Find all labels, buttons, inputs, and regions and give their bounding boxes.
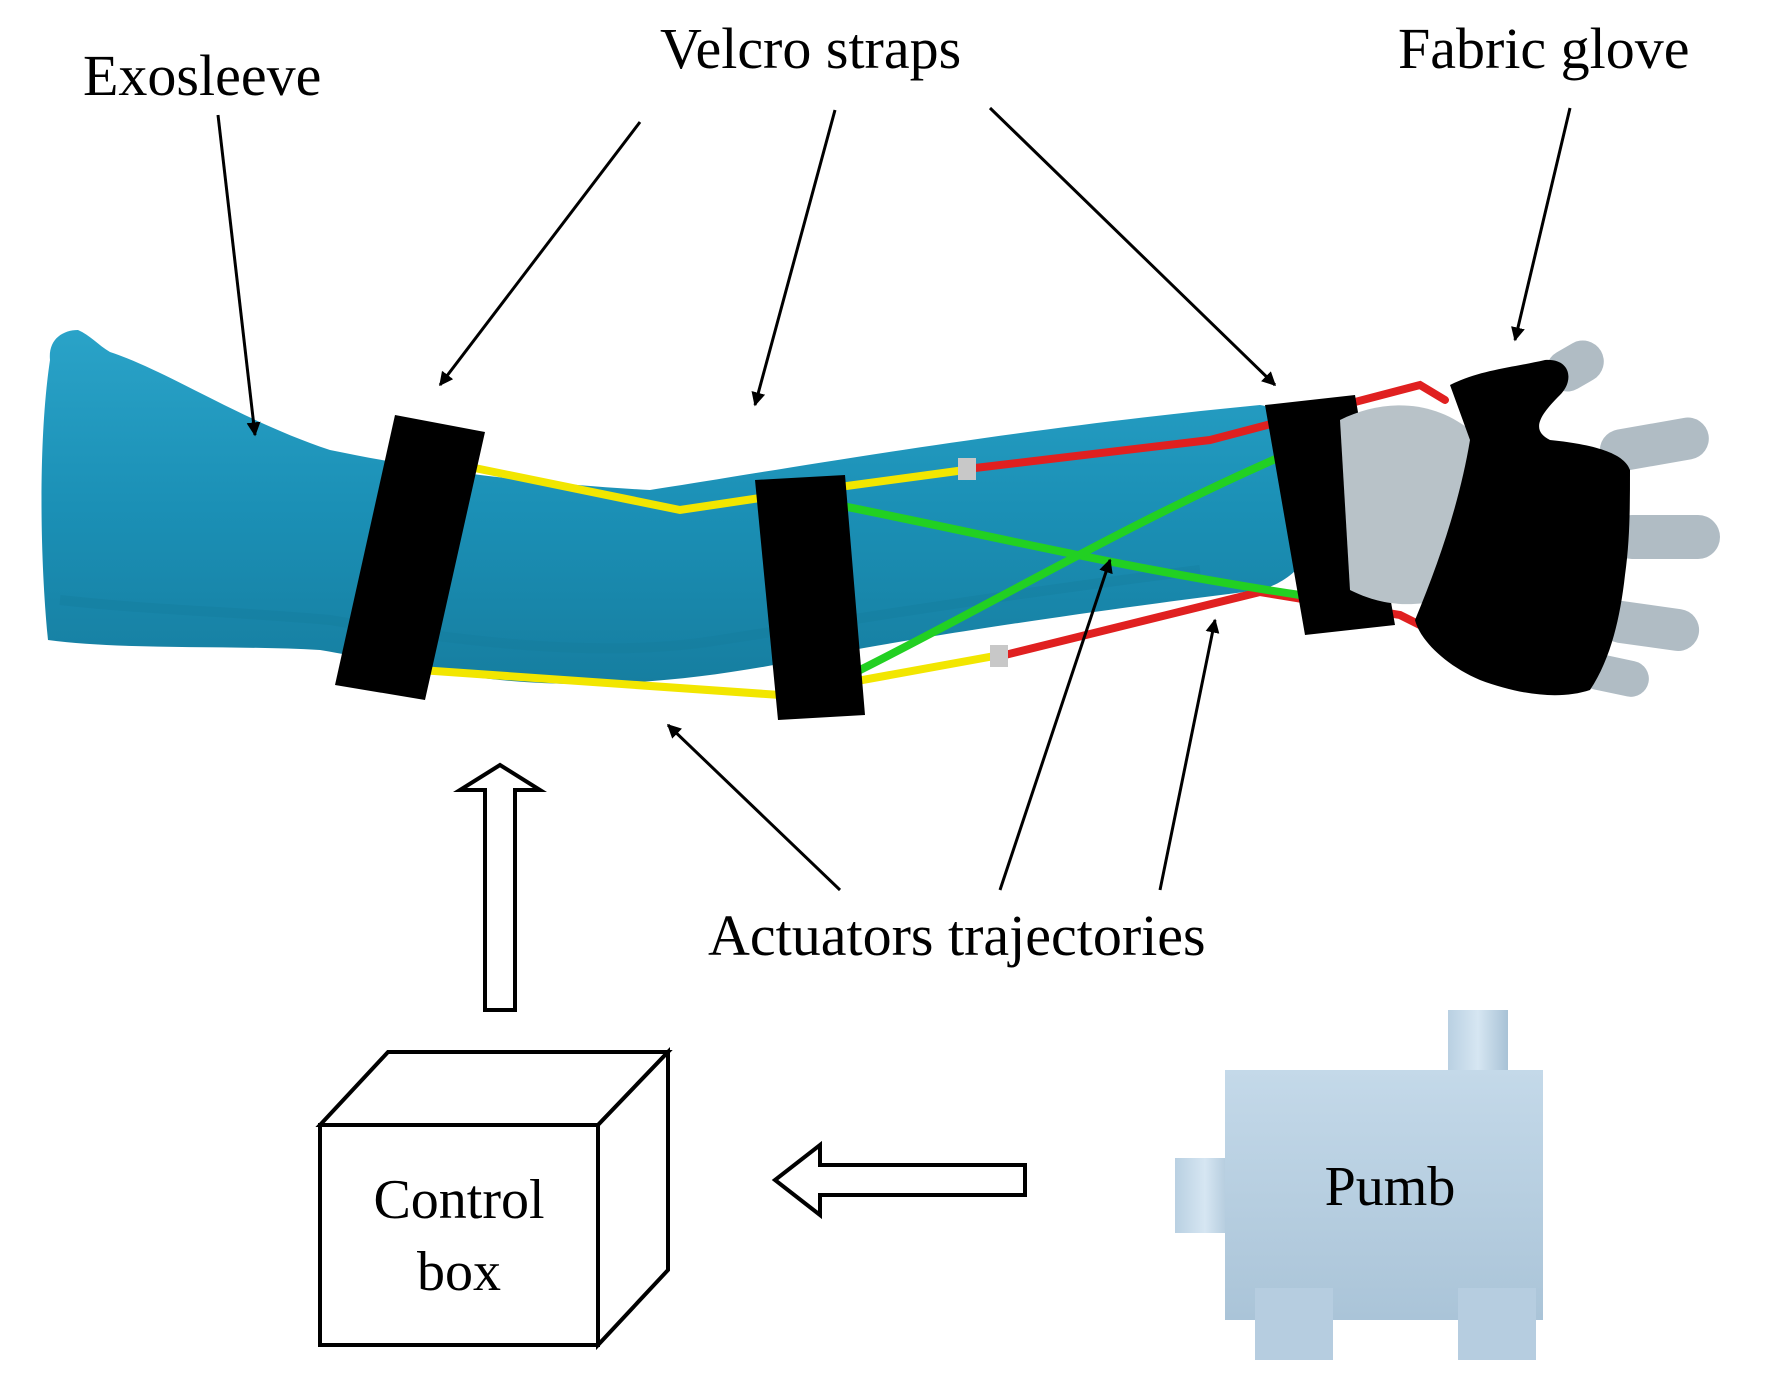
finger-index [1599, 417, 1709, 472]
label-exosleeve: Exosleeve [83, 43, 321, 108]
actuator-yellow-top [456, 461, 969, 515]
pump [1175, 1010, 1543, 1360]
velcro-strap-1 [335, 415, 485, 700]
arrow-velcro-3 [988, 106, 1277, 387]
pointer-arrows [216, 106, 1572, 892]
arrow-actuator-red [1158, 618, 1220, 891]
pump-foot-left [1255, 1288, 1333, 1360]
actuator-connector-top [958, 458, 976, 480]
arrow-actuator-yellow [666, 723, 842, 892]
hollow-arrow-left [771, 1140, 1027, 1220]
arrow-actuator-green [998, 558, 1113, 891]
control-box-label-line1: Control [373, 1169, 544, 1231]
actuator-connector-bottom [990, 645, 1008, 667]
control-box-label-line2: box [417, 1241, 501, 1303]
arrow-velcro-1 [438, 121, 642, 387]
hollow-arrow-up [453, 762, 547, 1012]
pump-body [1225, 1070, 1543, 1320]
label-velcro-straps: Velcro straps [660, 16, 961, 81]
finger-ring [1599, 600, 1700, 651]
pump-top-pipe [1448, 1010, 1508, 1076]
pump-label: Pumb [1325, 1156, 1456, 1218]
arrow-velcro-2 [751, 109, 837, 407]
arrow-fabric-glove [1511, 107, 1572, 342]
actuator-green-2 [856, 436, 1324, 674]
arrow-exosleeve [216, 114, 261, 437]
finger-middle [1610, 515, 1720, 559]
control-box [315, 1047, 673, 1351]
fabric-glove-group [1340, 340, 1720, 697]
sleeve-shading [59, 565, 1201, 654]
pump-foot-right [1458, 1288, 1536, 1360]
fabric-glove [1415, 359, 1630, 696]
label-fabric-glove: Fabric glove [1398, 16, 1690, 81]
velcro-strap-2 [755, 475, 865, 720]
control-box-front [318, 1123, 600, 1347]
label-actuators-trajectories: Actuators trajectories [708, 903, 1206, 968]
